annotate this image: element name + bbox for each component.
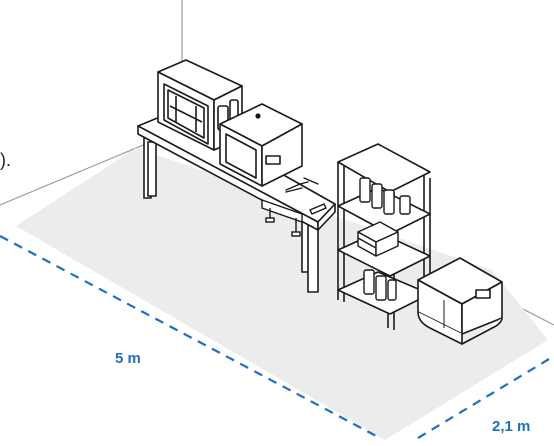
table-clamp — [261, 199, 303, 237]
enclosed-3d-printer — [157, 59, 243, 151]
width-dimension-line — [417, 355, 554, 439]
screwdriver-icon — [303, 177, 319, 185]
length-dimension-line — [0, 235, 381, 439]
small-tool-on-edge — [309, 203, 327, 215]
width-dimension-label: 2,1 m — [492, 418, 531, 435]
length-dimension-label: 5 m — [115, 350, 141, 367]
wash-cure-station — [417, 257, 503, 345]
hand-tools — [285, 177, 327, 215]
table-top-side — [317, 203, 336, 231]
pliers-icon — [285, 181, 309, 193]
floor-area — [16, 148, 548, 440]
cropped-text-fragment: ). — [0, 150, 11, 170]
resin-printer — [219, 103, 303, 187]
table-leg-front-right — [307, 221, 319, 293]
shelf-items — [357, 177, 411, 301]
dimension-lines — [0, 235, 554, 439]
table-leg-front-left — [147, 141, 157, 197]
